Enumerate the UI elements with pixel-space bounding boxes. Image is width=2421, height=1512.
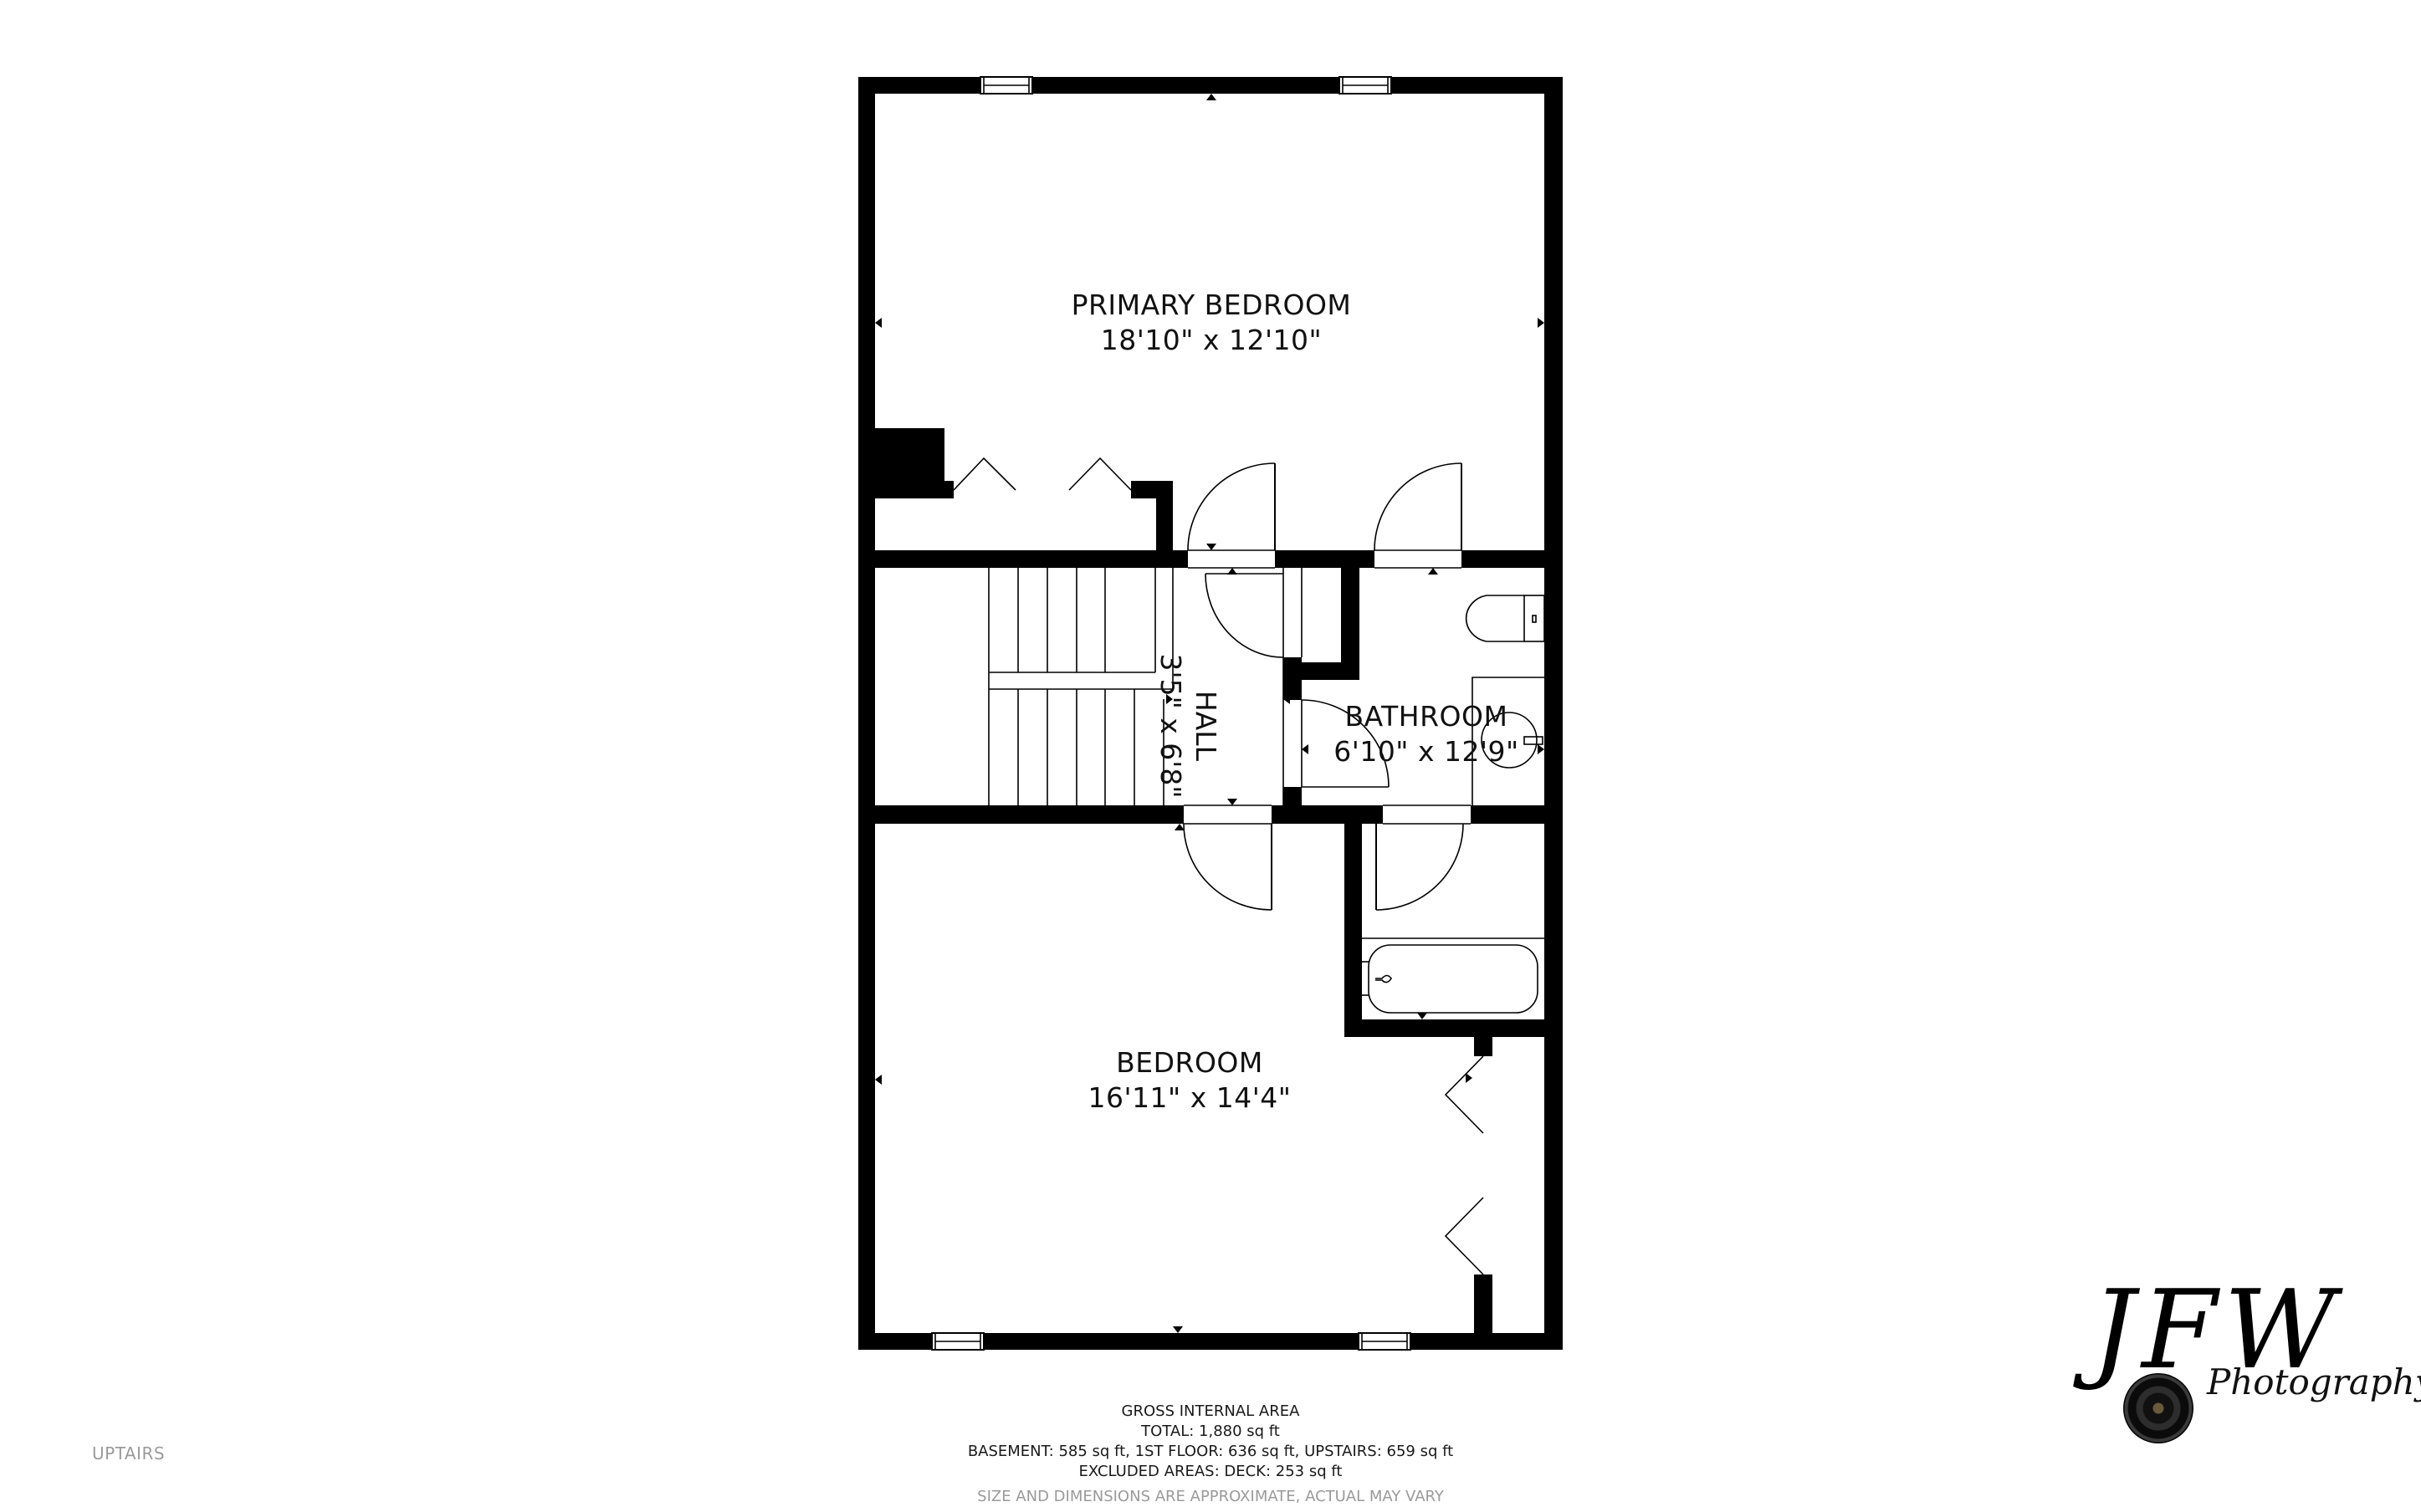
room-name: PRIMARY BEDROOM: [1071, 289, 1352, 321]
window-bottom-left: [931, 1332, 985, 1351]
bifold-closet-door-primary[interactable]: [953, 457, 1132, 491]
middle-wall-upper: [858, 550, 1563, 568]
primary-closet-walls: [875, 428, 1173, 556]
window-top-left: [980, 76, 1033, 94]
area-breakdown: BASEMENT: 585 sq ft, 1ST FLOOR: 636 sq f…: [967, 1443, 1454, 1460]
toilet: [1465, 595, 1545, 642]
door-bath-to-tub-area[interactable]: [1375, 805, 1471, 911]
area-excluded: EXCLUDED AREAS: DECK: 253 sq ft: [1078, 1463, 1343, 1480]
room-label-bedroom: BEDROOM 16'11" x 14'4": [1022, 1045, 1357, 1116]
door-hall-closet[interactable]: [1205, 573, 1284, 658]
jfw-photography-logo: JFW Photography: [2066, 1266, 2421, 1455]
area-disclaimer: SIZE AND DIMENSIONS ARE APPROXIMATE, ACT…: [977, 1488, 1444, 1505]
logo-initials: JFW: [2091, 1266, 2342, 1393]
bedroom-closet-walls: [1474, 1037, 1492, 1341]
room-label-bathroom: BATHROOM 6'10" x 12'9": [1301, 699, 1552, 769]
floor-name: UPTAIRS: [92, 1443, 166, 1463]
staircase: [988, 568, 1174, 805]
window-bottom-right: [1358, 1332, 1411, 1351]
hall-bath-walls: [1282, 568, 1359, 805]
area-heading: GROSS INTERNAL AREA: [1121, 1402, 1300, 1420]
vanity-sink: [1472, 677, 1544, 805]
room-dimensions: 18'10" x 12'10": [1100, 324, 1323, 356]
room-label-primary-bedroom: PRIMARY BEDROOM 18'10" x 12'10": [1044, 288, 1379, 358]
room-name: HALL: [1190, 690, 1222, 762]
door-primary-to-bath[interactable]: [1374, 462, 1462, 569]
door-hall-to-bedroom[interactable]: [1183, 805, 1272, 911]
bathtub: [1362, 944, 1538, 1014]
room-name: BEDROOM: [1116, 1046, 1263, 1079]
middle-wall-lower: [858, 805, 1563, 824]
room-dimensions: 3'5" x 6'8": [1154, 653, 1187, 799]
room-dimensions: 6'10" x 12'9": [1333, 735, 1519, 768]
camera-lens-icon: [2123, 1373, 2193, 1443]
logo-wordmark: Photography: [2207, 1361, 2421, 1402]
window-top-right: [1338, 76, 1392, 94]
room-name: BATHROOM: [1344, 700, 1508, 733]
area-summary: GROSS INTERNAL AREA TOTAL: 1,880 sq ft B…: [876, 1402, 1545, 1507]
door-primary-to-hall[interactable]: [1187, 462, 1276, 569]
dimension-markers: [875, 94, 1544, 1333]
area-total: TOTAL: 1,880 sq ft: [1141, 1423, 1280, 1440]
tub-enclosure-walls: [1344, 824, 1563, 1037]
room-dimensions: 16'11" x 14'4": [1088, 1081, 1292, 1114]
bifold-closet-door-bedroom[interactable]: [1444, 1055, 1484, 1275]
door-hall-to-bath[interactable]: [1301, 699, 1390, 788]
